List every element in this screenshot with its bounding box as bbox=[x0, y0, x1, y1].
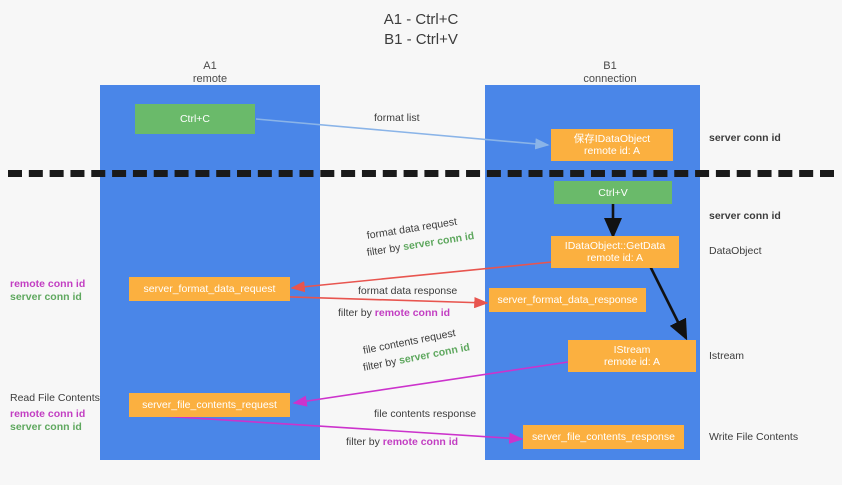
annotation-read-file-contents: Read File Contents bbox=[10, 392, 100, 404]
lane-b1-sub: connection bbox=[583, 73, 637, 85]
page-title: A1 - Ctrl+C B1 - Ctrl+V bbox=[0, 10, 842, 50]
edge-label-file-contents-response-filter: filter by remote conn id bbox=[346, 436, 476, 449]
box-server-format-data-request[interactable]: server_format_data_request bbox=[129, 277, 290, 301]
box-ctrl-v[interactable]: Ctrl+V bbox=[554, 181, 672, 204]
annotation-server-conn-id-2: server conn id bbox=[10, 421, 82, 433]
edge-label-format-data-response: format data response bbox=[358, 285, 458, 297]
edge-label-format-data-response-group: format data response filter by remote co… bbox=[338, 285, 458, 320]
edge-label-format-data-response-filter: filter by remote conn id bbox=[338, 307, 457, 320]
box-save-idataobject-line-2: remote id: A bbox=[583, 145, 641, 157]
lane-header-a1: A1 remote bbox=[120, 60, 300, 86]
box-server-file-contents-request-label: server_file_contents_request bbox=[142, 399, 277, 411]
annotation-remote-conn-id-1: remote conn id bbox=[10, 278, 86, 290]
box-ctrl-c-label: Ctrl+C bbox=[179, 113, 211, 125]
remote-conn-id-text-2: remote conn id bbox=[382, 436, 459, 448]
dashed-divider bbox=[8, 170, 834, 177]
annotation-server-conn-id-mid: server conn id bbox=[709, 210, 781, 222]
lane-a1-name: A1 bbox=[203, 60, 217, 72]
annotation-server-conn-id-top: server conn id bbox=[709, 132, 781, 144]
box-ctrl-c[interactable]: Ctrl+C bbox=[135, 104, 255, 134]
box-getdata-line-1: IDataObject::GetData bbox=[564, 240, 666, 252]
annotation-server-conn-id-1: server conn id bbox=[10, 291, 82, 303]
edge-label-file-contents-response: file contents response bbox=[374, 408, 477, 420]
title-line-1: A1 - Ctrl+C bbox=[383, 11, 459, 28]
box-istream-line-2: remote id: A bbox=[603, 356, 661, 368]
annotation-conn-ids-group-1: remote conn id server conn id bbox=[10, 278, 85, 304]
filter-by-text-2: filter by bbox=[338, 307, 375, 319]
annotation-conn-ids-group-2: Read File Contents remote conn id server… bbox=[10, 392, 100, 434]
lane-b1-name: B1 bbox=[603, 60, 617, 72]
box-server-format-data-response-label: server_format_data_response bbox=[497, 294, 638, 306]
edge-label-file-contents-response-group: file contents response filter by remote … bbox=[346, 408, 477, 449]
lane-header-b1: B1 connection bbox=[520, 60, 700, 86]
box-server-format-data-response[interactable]: server_format_data_response bbox=[489, 288, 646, 312]
box-getdata-line-2: remote id: A bbox=[586, 252, 644, 264]
filter-by-text-3: filter by bbox=[362, 354, 401, 374]
box-server-file-contents-response-label: server_file_contents_response bbox=[531, 431, 675, 443]
annotation-write-file-contents: Write File Contents bbox=[709, 431, 799, 443]
annotation-remote-conn-id-2: remote conn id bbox=[10, 408, 86, 420]
filter-by-text-4: filter by bbox=[346, 436, 383, 448]
box-save-idataobject-line-1: 保存IDataObject bbox=[573, 133, 651, 145]
box-server-format-data-request-label: server_format_data_request bbox=[143, 283, 276, 295]
edge-label-format-data-request-group: format data request filter by server con… bbox=[366, 216, 475, 260]
edge-label-file-contents-request-group: file contents request filter by server c… bbox=[362, 327, 471, 375]
box-server-file-contents-request[interactable]: server_file_contents_request bbox=[129, 393, 290, 417]
remote-conn-id-text-1: remote conn id bbox=[374, 307, 451, 319]
box-istream[interactable]: IStream remote id: A bbox=[568, 340, 696, 372]
box-save-idataobject[interactable]: 保存IDataObject remote id: A bbox=[551, 129, 673, 161]
annotation-istream: Istream bbox=[709, 350, 745, 362]
box-server-file-contents-response[interactable]: server_file_contents_response bbox=[523, 425, 684, 449]
title-line-2: B1 - Ctrl+V bbox=[384, 31, 458, 48]
lane-a1-sub: remote bbox=[192, 73, 228, 85]
box-istream-line-1: IStream bbox=[613, 344, 651, 356]
filter-by-text-1: filter by bbox=[366, 241, 405, 259]
box-ctrl-v-label: Ctrl+V bbox=[598, 186, 628, 199]
edge-label-format-list: format list bbox=[374, 112, 420, 124]
annotation-dataobject: DataObject bbox=[709, 245, 762, 257]
box-idataobject-getdata[interactable]: IDataObject::GetData remote id: A bbox=[551, 236, 679, 268]
